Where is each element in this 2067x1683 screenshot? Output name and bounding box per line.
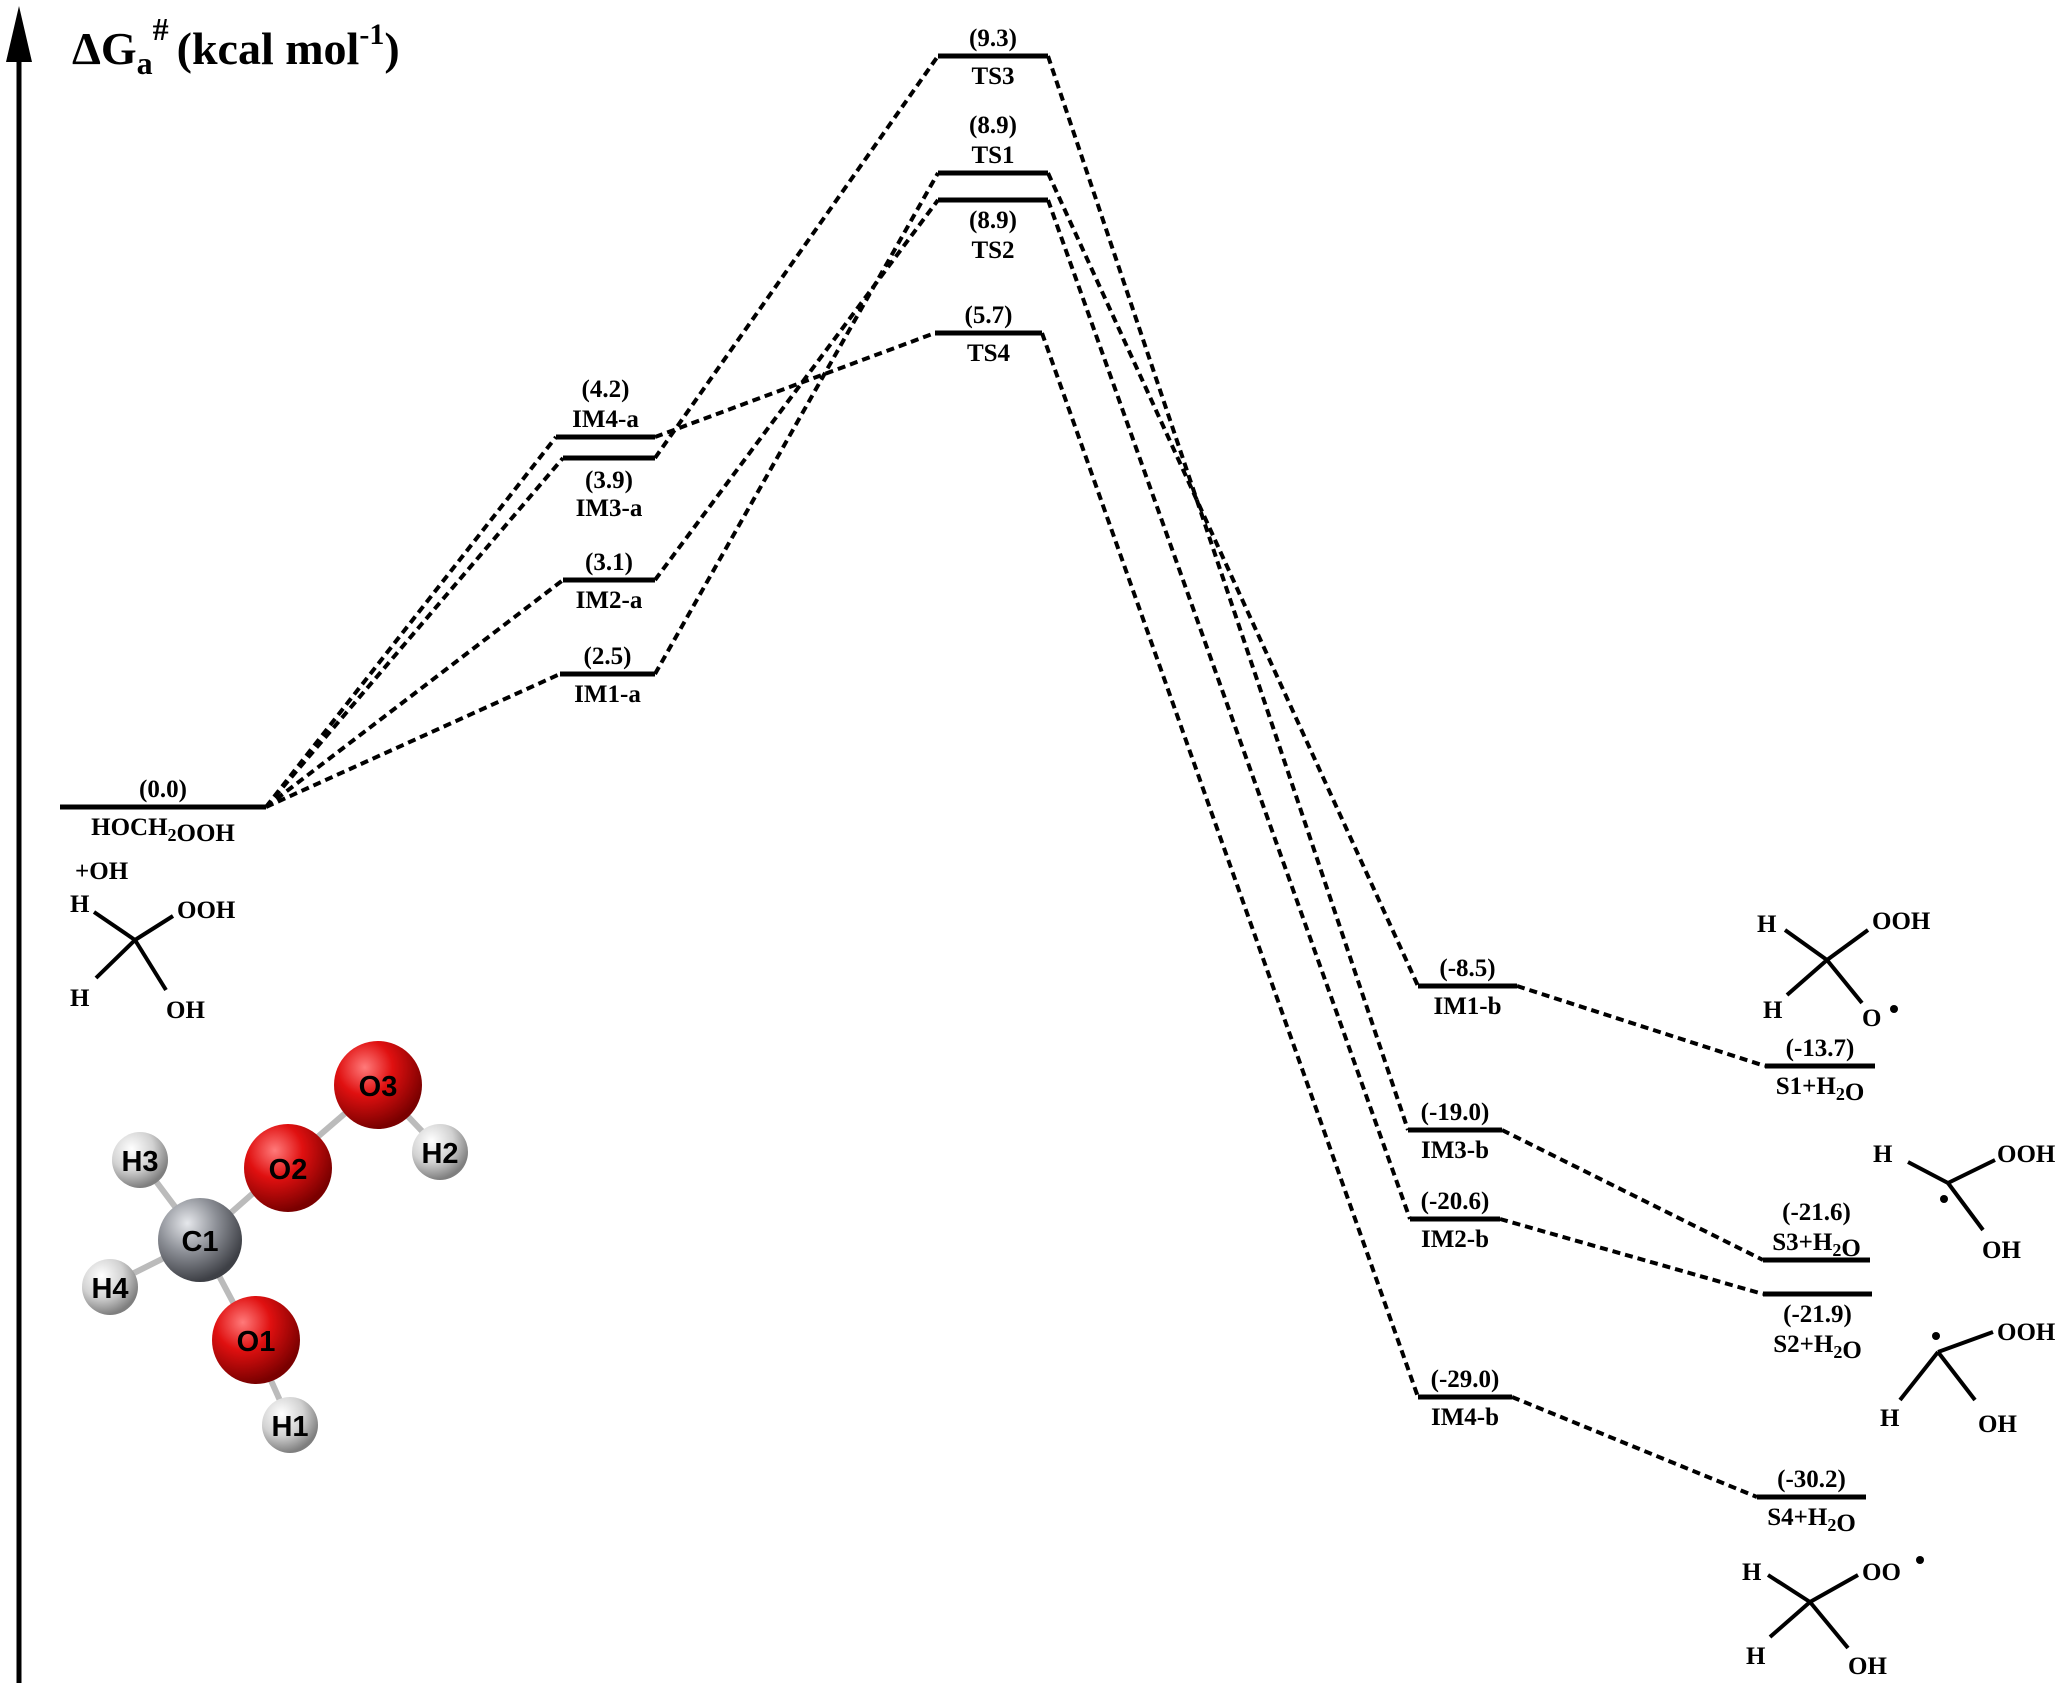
label-ts2: TS2 [971,237,1014,264]
label-im2a: IM2-a [576,587,643,614]
s3-structure: H OOH OH [1873,1141,2056,1264]
atom-o2 [244,1124,332,1212]
label-s2: S2+H2O [1773,1331,1862,1364]
svg-text:H: H [1873,1141,1893,1168]
connector-r-im1a [265,672,561,809]
label-ts3: TS3 [971,63,1014,90]
connector-ts1-im1b [1046,172,1420,987]
svg-text:OO: OO [1862,1559,1901,1586]
reactant-oh: OH [166,997,205,1024]
reactant-structure: H OOH H OH [70,891,236,1024]
svg-text:OOH: OOH [1872,908,1931,935]
svg-text:H: H [1746,1643,1766,1670]
value-im4a: (4.2) [582,376,630,403]
value-s1: (-13.7) [1786,1035,1855,1062]
svg-text:OH: OH [1848,1653,1887,1680]
label-im3a: IM3-a [576,495,643,522]
svg-text:C1: C1 [181,1226,218,1258]
s1-structure: H OOH H O [1757,908,1931,1032]
connector-im4b-s4 [1511,1395,1758,1499]
atom-h1 [262,1397,318,1453]
atom-h4 [82,1259,138,1315]
axis-title: ΔGa#(kcal mol-1) [72,11,400,81]
value-im2b: (-20.6) [1421,1188,1490,1215]
value-im3b: (-19.0) [1421,1099,1490,1126]
connector-im3a-ts3 [653,54,940,460]
label-s4: S4+H2O [1767,1504,1856,1537]
connector-ts4-im4b [1040,332,1420,1398]
connector-ts3-im3b [1046,55,1410,1131]
label2-r: +OH [75,858,129,885]
svg-text:H2: H2 [421,1138,458,1170]
reactant-ooh: OOH [177,897,236,924]
connector-r-im3a [264,456,565,809]
value-ts2: (8.9) [969,207,1017,234]
atom-h2 [412,1124,468,1180]
atom-o3 [334,1041,422,1129]
value-r: (0.0) [139,776,187,803]
connector-im2a-ts2 [653,198,940,582]
svg-text:H3: H3 [121,1146,158,1178]
svg-text:H: H [1763,997,1783,1024]
label-im1b: IM1-b [1433,993,1501,1020]
connector-r-im4a [264,435,558,809]
value-ts1: (8.9) [969,112,1017,139]
connector-r-im2a [264,578,565,809]
label-im4a: IM4-a [572,406,639,433]
value-ts4: (5.7) [965,302,1013,329]
label-ts1: TS1 [971,142,1014,169]
connector-ts2-im2b [1046,199,1412,1220]
connector-im3b-s3 [1501,1128,1764,1262]
label-s1: S1+H2O [1776,1073,1865,1106]
reactant-h-top: H [70,891,90,918]
connector-im2b-s2 [1499,1217,1764,1296]
svg-text:H1: H1 [271,1411,308,1443]
value-s3: (-21.6) [1782,1199,1851,1226]
svg-text:H: H [1742,1559,1762,1586]
value-s2: (-21.9) [1783,1301,1852,1328]
svg-text:O1: O1 [237,1326,276,1358]
label-im1a: IM1-a [574,681,641,708]
label-r: HOCH2OOH [91,814,235,847]
reactant-h-bottom: H [70,985,90,1012]
value-s4: (-30.2) [1777,1466,1846,1493]
value-ts3: (9.3) [969,25,1017,52]
svg-text:H4: H4 [91,1273,128,1305]
label-ts4: TS4 [967,340,1011,367]
svg-text:OOH: OOH [1997,1319,2056,1346]
energy-axis-arrowhead [6,6,32,62]
value-im1b: (-8.5) [1439,955,1495,982]
label-im3b: IM3-b [1421,1137,1489,1164]
atom-c1 [158,1198,242,1282]
energy-levels: (0.0) HOCH2OOH +OH (2.5) IM1-a (3.1) IM2-a (3.9… [60,25,1875,1537]
value-im2a: (3.1) [585,549,633,576]
connector-im1a-ts1 [653,172,940,675]
svg-text:OH: OH [1978,1411,2017,1438]
svg-text:OH: OH [1982,1237,2021,1264]
value-im1a: (2.5) [584,643,632,670]
svg-text:O: O [1862,1005,1881,1032]
value-im4b: (-29.0) [1431,1366,1500,1393]
connector-im4a-ts4 [654,331,936,439]
svg-text:H: H [1880,1405,1900,1432]
svg-text:O2: O2 [269,1154,308,1186]
pathway-connectors [264,54,1766,1499]
connector-im1b-s1 [1516,984,1766,1068]
label-im2b: IM2-b [1421,1226,1489,1253]
svg-text:H: H [1757,911,1777,938]
hoch2ooh-molecule-model: O3 H2 O2 H3 C1 H4 O1 H1 [82,1041,468,1453]
svg-text:OOH: OOH [1997,1141,2056,1168]
svg-text:O3: O3 [359,1071,398,1103]
atom-o1 [212,1296,300,1384]
s4-structure: H OO H OH [1742,1556,1924,1680]
label-im4b: IM4-b [1431,1404,1499,1431]
atom-h3 [112,1132,168,1188]
value-im3a: (3.9) [585,467,633,494]
s2-structure: OOH H OH [1880,1319,2056,1438]
label-s3: S3+H2O [1772,1229,1861,1262]
